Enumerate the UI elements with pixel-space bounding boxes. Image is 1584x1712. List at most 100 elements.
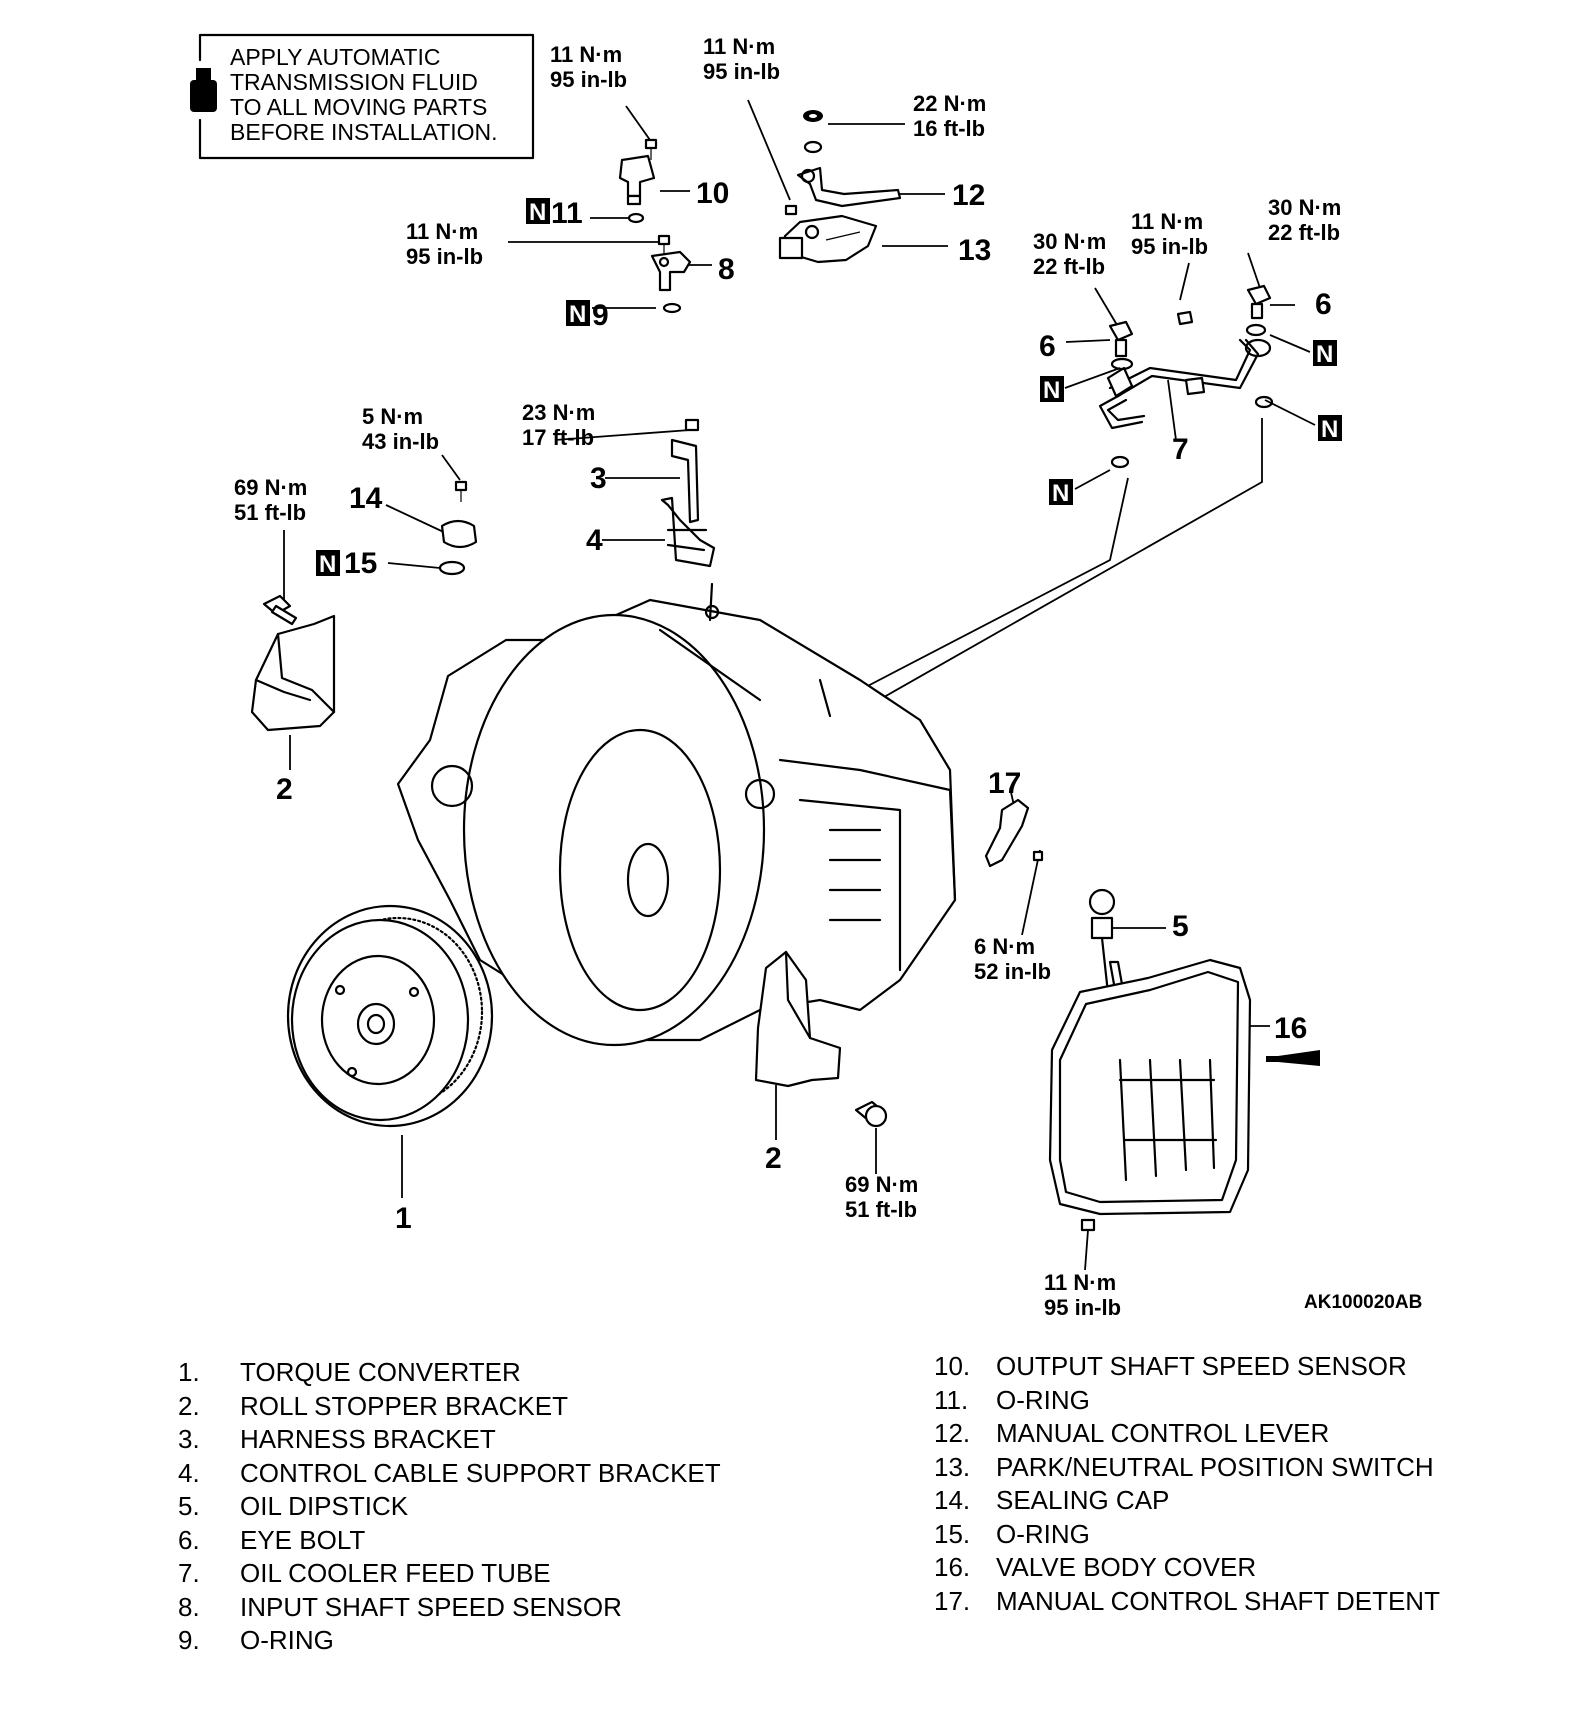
- torque-imperial: 95 in-lb: [703, 59, 780, 84]
- torque-imperial: 52 in-lb: [974, 959, 1051, 984]
- torque-spec-t13: 11 N·m 95 in-lb: [1044, 1270, 1121, 1320]
- o-ring-11: [627, 212, 645, 224]
- legend-number: 13.: [934, 1451, 971, 1482]
- legend-number: 2.: [178, 1390, 200, 1421]
- note-line-3: TO ALL MOVING PARTS: [230, 94, 487, 120]
- bolt-t6: [1176, 310, 1194, 326]
- torque-metric: 6 N·m: [974, 934, 1035, 959]
- transmission-case: [396, 582, 957, 1047]
- legend-number: 8.: [178, 1591, 200, 1622]
- bolt-t8: [454, 480, 468, 502]
- svg-text:N: N: [1321, 416, 1338, 443]
- callout-4: 4: [586, 524, 603, 557]
- roll-stopper-bracket-left: [250, 614, 336, 732]
- legend-number: 9.: [178, 1625, 200, 1655]
- torque-imperial: 51 ft-lb: [234, 500, 306, 525]
- callout-15: 15: [344, 547, 377, 580]
- torque-metric: 69 N·m: [234, 475, 307, 500]
- legend-item: 5. OIL DIPSTICK: [178, 1490, 721, 1524]
- torque-imperial: 95 in-lb: [550, 67, 627, 92]
- o-ring-tube-right: [1254, 395, 1274, 409]
- legend-label: VALVE BODY COVER: [996, 1552, 1257, 1582]
- torque-metric: 11 N·m: [406, 219, 478, 244]
- svg-text:N: N: [569, 301, 586, 328]
- legend-label: OIL COOLER FEED TUBE: [240, 1558, 551, 1588]
- legend-number: 15.: [934, 1518, 971, 1549]
- torque-metric: 69 N·m: [845, 1172, 918, 1197]
- callout-6b: 6: [1315, 288, 1332, 321]
- torque-spec-t6: 11 N·m 95 in-lb: [1131, 209, 1208, 259]
- legend-item: 4. CONTROL CABLE SUPPORT BRACKET: [178, 1457, 721, 1491]
- new-part-marker-15: N: [316, 550, 340, 578]
- legend-label: OIL DIPSTICK: [240, 1491, 409, 1521]
- legend-label: OUTPUT SHAFT SPEED SENSOR: [996, 1351, 1407, 1381]
- legend-left-column: 1. TORQUE CONVERTER 2. ROLL STOPPER BRACKE…: [178, 1356, 721, 1658]
- torque-imperial: 22 ft-lb: [1268, 220, 1340, 245]
- legend-item: 7.OIL COOLER FEED TUBE: [178, 1557, 721, 1591]
- torque-converter: [286, 904, 494, 1128]
- legend-number: 5.: [178, 1491, 200, 1521]
- eye-bolt-right: [1245, 284, 1272, 337]
- legend-number: 4.: [178, 1457, 200, 1488]
- torque-spec-t3: 22 N·m 16 ft-lb: [913, 91, 986, 141]
- torque-metric: 11 N·m: [1131, 209, 1203, 234]
- new-part-marker-11: N: [526, 198, 550, 226]
- callout-2b: 2: [765, 1142, 782, 1175]
- legend-number: 14.: [934, 1485, 971, 1515]
- callout-12: 12: [952, 179, 985, 212]
- torque-spec-t9: 23 N·m 17 ft-lb: [522, 400, 595, 450]
- legend-label: O-RING: [996, 1384, 1090, 1415]
- callout-5: 5: [1172, 910, 1189, 943]
- torque-spec-t12: 69 N·m 51 ft-lb: [845, 1172, 918, 1222]
- legend-label: PARK/NEUTRAL POSITION SWITCH: [996, 1451, 1434, 1482]
- legend-number: 12.: [934, 1418, 971, 1448]
- callout-2a: 2: [276, 773, 293, 806]
- legend-item: 3.HARNESS BRACKET: [178, 1423, 721, 1457]
- bolt-t13: [1080, 1218, 1096, 1232]
- legend-label: EYE BOLT: [240, 1524, 366, 1555]
- callout-17: 17: [988, 767, 1021, 800]
- legend-label: INPUT SHAFT SPEED SENSOR: [240, 1591, 622, 1622]
- legend-label: MANUAL CONTROL LEVER: [996, 1418, 1330, 1448]
- torque-spec-t10: 69 N·m 51 ft-lb: [234, 475, 307, 525]
- legend-label: CONTROL CABLE SUPPORT BRACKET: [240, 1457, 721, 1488]
- legend-label: O-RING: [996, 1518, 1090, 1549]
- legend-label: ROLL STOPPER BRACKET: [240, 1390, 568, 1421]
- legend-item: 2. ROLL STOPPER BRACKET: [178, 1390, 721, 1424]
- legend-number: 16.: [934, 1552, 971, 1582]
- new-part-marker-b: N: [1040, 376, 1064, 404]
- callout-7: 7: [1172, 433, 1189, 466]
- legend-item: 9. O-RING: [178, 1624, 721, 1658]
- new-part-marker-a: N: [1313, 340, 1337, 368]
- callout-3: 3: [590, 462, 607, 495]
- legend-label: O-RING: [240, 1625, 334, 1655]
- torque-imperial: 95 in-lb: [406, 244, 483, 269]
- legend-right-column: 10.OUTPUT SHAFT SPEED SENSOR 11.O-RING 1…: [934, 1350, 1440, 1618]
- o-ring-15: [438, 560, 466, 576]
- torque-metric: 11 N·m: [1044, 1270, 1116, 1295]
- legend-label: SEALING CAP: [996, 1485, 1170, 1515]
- sealant-tube-icon: [1266, 1050, 1320, 1066]
- o-ring-tube-lower: [1110, 455, 1130, 469]
- svg-text:N: N: [529, 199, 546, 226]
- sealing-cap: [440, 519, 478, 549]
- torque-metric: 5 N·m: [362, 404, 423, 429]
- control-cable-support-bracket: [660, 496, 716, 568]
- legend-number: 6.: [178, 1524, 200, 1555]
- callout-10: 10: [696, 177, 729, 210]
- fluid-bottle-icon: [190, 68, 217, 112]
- torque-metric: 22 N·m: [913, 91, 986, 116]
- legend-number: 1.: [178, 1357, 200, 1387]
- note-line-2: TRANSMISSION FLUID: [230, 69, 478, 95]
- legend-label: TORQUE CONVERTER: [240, 1357, 521, 1387]
- legend-item: 12. MANUAL CONTROL LEVER: [934, 1417, 1440, 1451]
- callout-9: 9: [592, 299, 609, 332]
- legend-label: MANUAL CONTROL SHAFT DETENT: [996, 1585, 1440, 1616]
- legend-number: 11.: [934, 1384, 969, 1415]
- bolt-t12: [854, 1100, 888, 1128]
- torque-spec-t1: 11 N·m 95 in-lb: [550, 42, 627, 92]
- callout-1: 1: [395, 1202, 412, 1235]
- torque-imperial: 22 ft-lb: [1033, 254, 1105, 279]
- callout-11: 11: [551, 197, 583, 230]
- svg-text:N: N: [1316, 341, 1333, 368]
